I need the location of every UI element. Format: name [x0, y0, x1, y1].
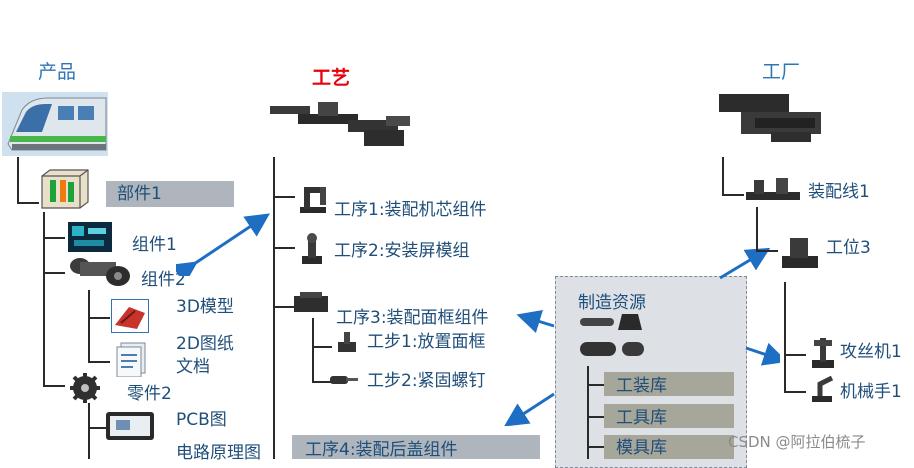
branch-component1 — [43, 237, 65, 239]
factory-stem — [722, 157, 724, 195]
press-machine-icon — [294, 292, 328, 316]
tooling-parts-icon — [578, 312, 648, 364]
fixture-lib-label: 工装库 — [616, 376, 667, 396]
factory-layout-image — [715, 88, 823, 146]
sub1-label: 工步1:放置面框 — [367, 332, 486, 352]
tapping-label: 攻丝机1 — [840, 342, 902, 362]
product-heading: 产品 — [38, 62, 76, 82]
step3-stem — [312, 318, 314, 382]
gripper-icon — [334, 332, 360, 358]
robot-icon — [808, 374, 838, 404]
robot-label: 机械手1 — [840, 382, 902, 402]
part2-label: 零件2 — [127, 384, 172, 404]
step4-label: 工序4:装配后盖组件 — [305, 440, 458, 460]
assembly-line-image — [268, 96, 416, 154]
branch-step3 — [273, 306, 295, 308]
component2-stem — [88, 290, 90, 362]
workstation-icon — [780, 234, 820, 270]
pcb-label: PCB图 — [176, 410, 227, 430]
branch-sub2 — [312, 381, 332, 383]
branch-part2 — [43, 385, 65, 387]
pcb-icon — [106, 412, 154, 440]
step1-label: 工序1:装配机芯组件 — [334, 200, 487, 220]
tapping-machine-icon — [808, 336, 838, 370]
product-tree-line-2 — [17, 202, 39, 204]
step2-label: 工序2:安装屏模组 — [334, 241, 470, 261]
branch-sub1 — [312, 346, 332, 348]
3d-model-icon — [111, 299, 149, 333]
resources-factory-arrows — [712, 248, 780, 366]
station3-label: 工位3 — [826, 238, 871, 258]
engine-assembly-icon — [66, 254, 132, 290]
factory-heading: 工厂 — [762, 62, 800, 82]
branch-tapping — [784, 354, 806, 356]
component1-label: 组件1 — [132, 235, 177, 255]
3d-model-label: 3D模型 — [176, 297, 234, 317]
branch-fixture-lib — [587, 384, 605, 386]
gear-icon — [70, 373, 100, 403]
resources-process-arrows — [498, 300, 560, 426]
2d-drawing-label-line1: 2D图纸 — [176, 334, 234, 354]
circuit-board-icon — [68, 222, 112, 252]
branch-tool-lib — [587, 416, 605, 418]
fixture-icon — [298, 232, 326, 266]
branch-step2 — [273, 247, 295, 249]
branch-station3 — [756, 250, 778, 252]
product-process-arrow — [176, 212, 272, 276]
part2-stem — [88, 403, 90, 459]
robot-arm-icon — [296, 181, 330, 217]
sub2-label: 工步2:紧固螺钉 — [367, 371, 486, 391]
part-box-icon — [40, 168, 90, 210]
part1-label: 部件1 — [117, 184, 162, 204]
station3-stem — [784, 282, 786, 392]
process-trunk — [273, 157, 275, 459]
branch-3d-model — [88, 317, 110, 319]
branch-robot — [784, 391, 806, 393]
step3-label: 工序3:装配面框组件 — [336, 308, 489, 328]
resources-title: 制造资源 — [578, 293, 646, 313]
2d-drawing-label-line2: 文档 — [176, 357, 210, 377]
mold-lib-label: 模具库 — [616, 438, 667, 458]
product-tree-line-1 — [17, 157, 19, 203]
screwdriver-icon — [330, 370, 358, 388]
watermark: CSDN @阿拉伯梳子 — [728, 431, 866, 452]
tool-lib-label: 工具库 — [616, 408, 667, 428]
branch-line1 — [722, 194, 744, 196]
branch-step1 — [273, 196, 295, 198]
branch-mold-lib — [587, 446, 605, 448]
branch-2d-drawing — [88, 361, 110, 363]
train-image — [2, 92, 108, 156]
process-heading: 工艺 — [312, 68, 350, 88]
line1-stem — [756, 207, 758, 251]
circuit-label: 电路原理图 — [176, 443, 261, 463]
branch-component2 — [43, 272, 65, 274]
line1-label: 装配线1 — [808, 182, 870, 202]
assembly-line-icon — [746, 176, 800, 206]
document-icon — [115, 341, 149, 377]
